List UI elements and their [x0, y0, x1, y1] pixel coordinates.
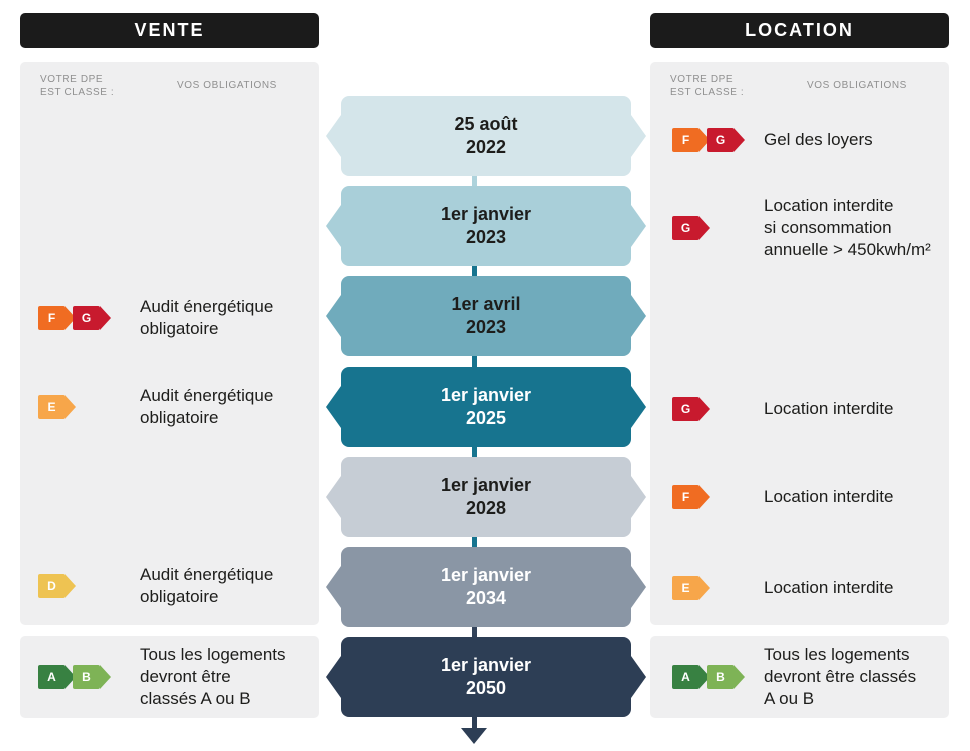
obligation-text: Location interdite	[764, 487, 894, 506]
vente-row-d: D Audit énergétique obligatoire	[38, 564, 320, 608]
vente-obligations-column-header: VOS OBLIGATIONS	[177, 80, 277, 91]
location-row-e-2034: E Location interdite	[672, 566, 950, 610]
dpe-tag-e-icon: E	[672, 576, 710, 600]
dpe-tag-g-icon: G	[672, 397, 710, 421]
timeline-box-2050: 1er janvier 2050	[341, 637, 631, 717]
obligation-text: Gel des loyers	[764, 130, 873, 149]
dpe-tag-g-icon: G	[73, 306, 111, 330]
dpe-tag-g-icon: G	[672, 216, 710, 240]
location-row-g-2025: G Location interdite	[672, 387, 950, 431]
obligation-text: Audit énergétique obligatoire	[140, 565, 274, 606]
dpe-tags: E	[672, 576, 710, 600]
vente-header-label: VENTE	[134, 20, 205, 40]
location-dpe-column-header: VOTRE DPE EST CLASSE :	[670, 74, 745, 98]
dpe-tags: A B	[672, 665, 745, 689]
timeline-box-2028: 1er janvier 2028	[341, 457, 631, 537]
location-header: LOCATION	[650, 13, 949, 48]
dpe-tag-b-icon: B	[73, 665, 111, 689]
timeline-end-arrow-icon	[461, 728, 487, 744]
dpe-tag-f-icon: F	[38, 306, 76, 330]
location-obligations-column-header: VOS OBLIGATIONS	[807, 80, 907, 91]
obligation-text: Audit énergétique obligatoire	[140, 386, 274, 427]
dpe-tags: F G	[38, 306, 111, 330]
obligation-text: Tous les logements devront être classés …	[140, 645, 286, 708]
dpe-tag-a-icon: A	[672, 665, 710, 689]
dpe-tag-b-icon: B	[707, 665, 745, 689]
dpe-tag-f-icon: F	[672, 128, 710, 152]
vente-dpe-column-header: VOTRE DPE EST CLASSE :	[40, 74, 115, 98]
timeline-box-2023-avr: 1er avril 2023	[341, 276, 631, 356]
location-header-label: LOCATION	[745, 20, 854, 40]
dpe-tags: G	[672, 216, 710, 240]
timeline-box-2034: 1er janvier 2034	[341, 547, 631, 627]
dpe-tags: D	[38, 574, 76, 598]
location-row-f-2028: F Location interdite	[672, 475, 950, 519]
timeline-box-2022: 25 août 2022	[341, 96, 631, 176]
obligation-text: Location interdite	[764, 399, 894, 418]
dpe-tags: F G	[672, 128, 745, 152]
dpe-tag-d-icon: D	[38, 574, 76, 598]
obligation-text: Audit énergétique obligatoire	[140, 297, 274, 338]
obligation-text: Tous les logements devront être classés …	[764, 645, 917, 708]
vente-row-ab: A B Tous les logements devront être clas…	[38, 644, 320, 710]
vente-row-fg: F G Audit énergétique obligatoire	[38, 296, 320, 340]
location-row-ab: A B Tous les logements devront être clas…	[672, 644, 950, 710]
dpe-tag-g-icon: G	[707, 128, 745, 152]
location-panel	[650, 62, 949, 625]
dpe-tags: A B	[38, 665, 111, 689]
dpe-tag-e-icon: E	[38, 395, 76, 419]
dpe-tag-f-icon: F	[672, 485, 710, 509]
timeline-box-2023-jan: 1er janvier 2023	[341, 186, 631, 266]
vente-row-e: E Audit énergétique obligatoire	[38, 385, 320, 429]
dpe-tags: E	[38, 395, 76, 419]
location-row-fg: F G Gel des loyers	[672, 118, 950, 162]
location-row-g-450: G Location interdite si consommation ann…	[672, 195, 950, 261]
obligation-text: Location interdite si consommation annue…	[764, 196, 931, 259]
dpe-tags: G	[672, 397, 710, 421]
obligation-text: Location interdite	[764, 578, 894, 597]
vente-panel	[20, 62, 319, 625]
timeline-arrow-stem	[472, 716, 477, 728]
vente-header: VENTE	[20, 13, 319, 48]
dpe-tags: F	[672, 485, 710, 509]
timeline-box-2025: 1er janvier 2025	[341, 367, 631, 447]
dpe-tag-a-icon: A	[38, 665, 76, 689]
